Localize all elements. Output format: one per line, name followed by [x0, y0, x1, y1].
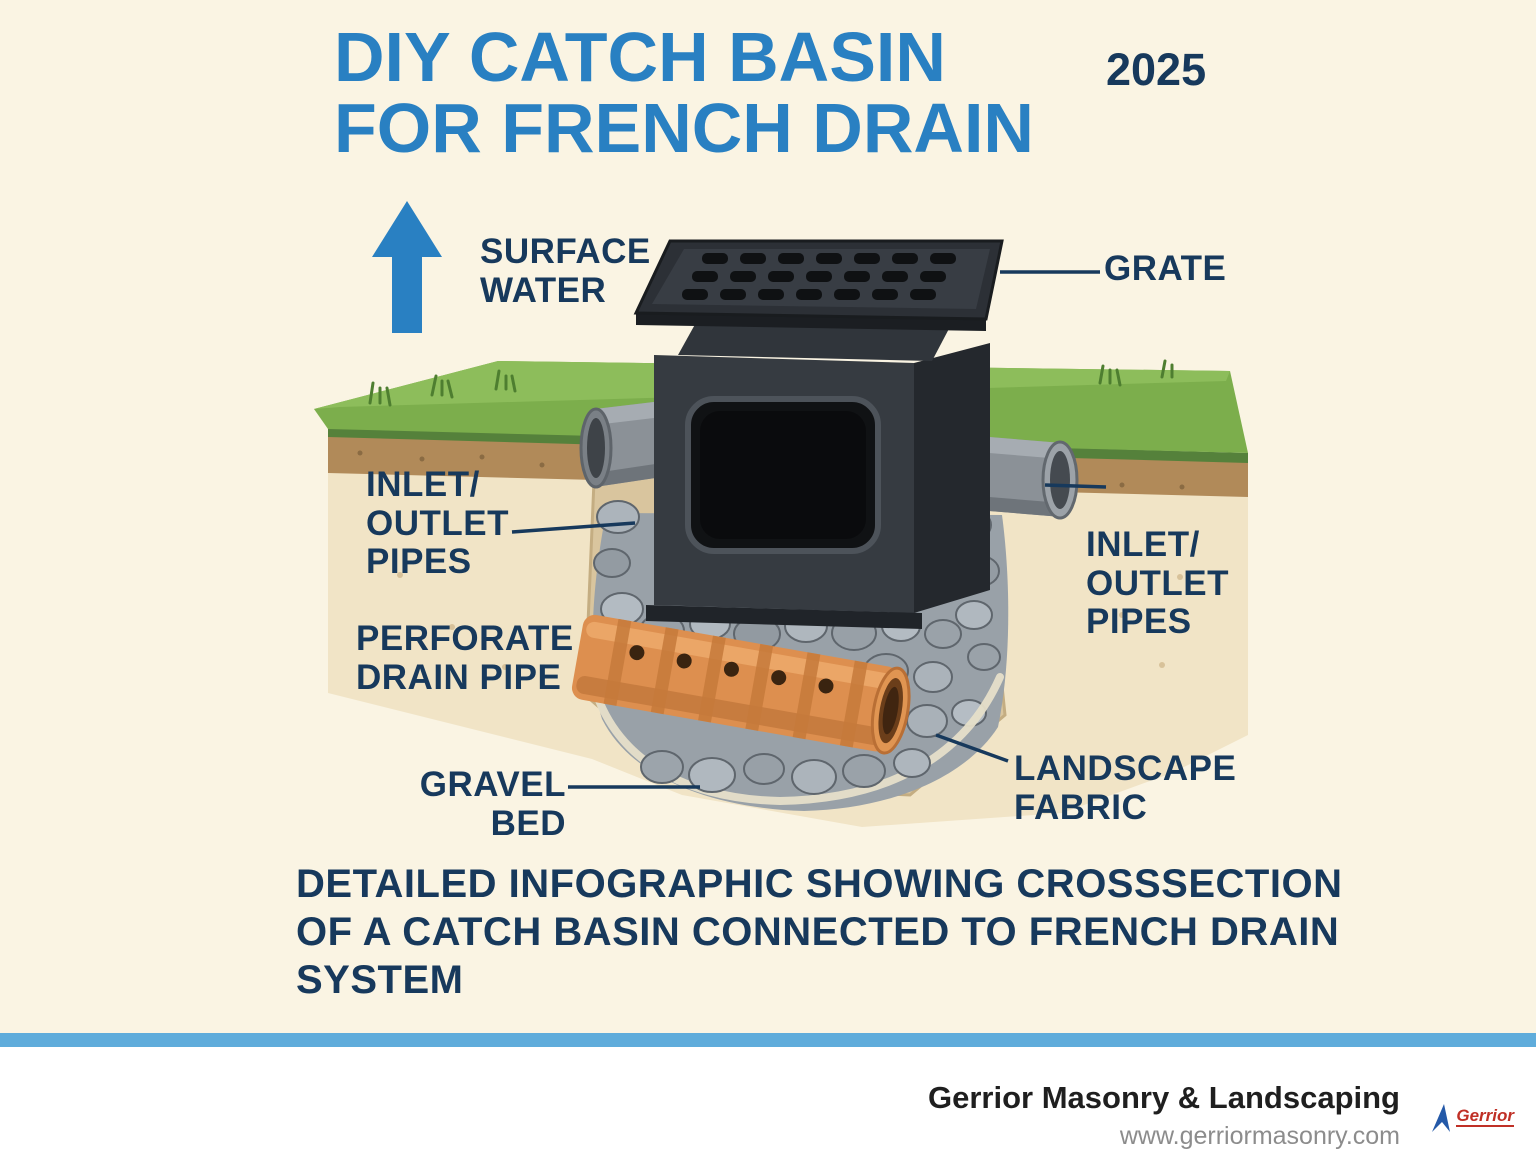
perforated-pipe-graphic	[571, 614, 911, 755]
catch-basin-illustration	[314, 201, 1248, 827]
gerrior-logo: Gerrior	[1430, 1100, 1514, 1134]
footer-company: Gerrior Masonry & Landscaping	[928, 1080, 1400, 1115]
catch-basin-graphic	[633, 239, 1004, 629]
inlet-left-connector	[511, 521, 636, 534]
connector-lines	[511, 270, 1107, 789]
inlet-right-connector	[1044, 483, 1107, 489]
logo-swoosh-icon	[1432, 1104, 1451, 1132]
left-pipe-graphic	[579, 401, 662, 489]
up-arrow-icon	[372, 201, 442, 333]
label-perforated-drain-pipe: PERFORATE DRAIN PIPE	[356, 619, 574, 697]
label-landscape-fabric: LANDSCAPE FABRIC	[1014, 749, 1237, 827]
grate-collar	[678, 319, 952, 361]
logo-text: Gerrior	[1456, 1106, 1514, 1128]
label-grate: GRATE	[1104, 249, 1227, 288]
page-title: DIY CATCH BASIN FOR FRENCH DRAIN	[334, 18, 1034, 168]
grate-graphic	[633, 239, 1004, 331]
grass-tufts	[368, 359, 1174, 407]
pipe-perforations	[629, 645, 834, 694]
landscape-fabric-graphic	[584, 653, 1004, 806]
gravel-stones-front	[640, 748, 931, 795]
label-gravel-bed: GRAVEL BED	[419, 765, 566, 843]
fabric-connector	[935, 733, 1009, 763]
label-inlet-outlet-left: INLET/ OUTLET PIPES	[366, 465, 509, 581]
footer-website: www.gerriormasonry.com	[1119, 1122, 1400, 1150]
label-surface-water: SURFACE WATER	[480, 232, 651, 310]
caption-text: DETAILED INFOGRAPHIC SHOWING CROSSSECTIO…	[296, 862, 1343, 1002]
label-inlet-outlet-right: INLET/ OUTLET PIPES	[1086, 525, 1229, 641]
title-year: 2025	[1106, 44, 1207, 95]
divider-bar	[0, 1033, 1536, 1047]
